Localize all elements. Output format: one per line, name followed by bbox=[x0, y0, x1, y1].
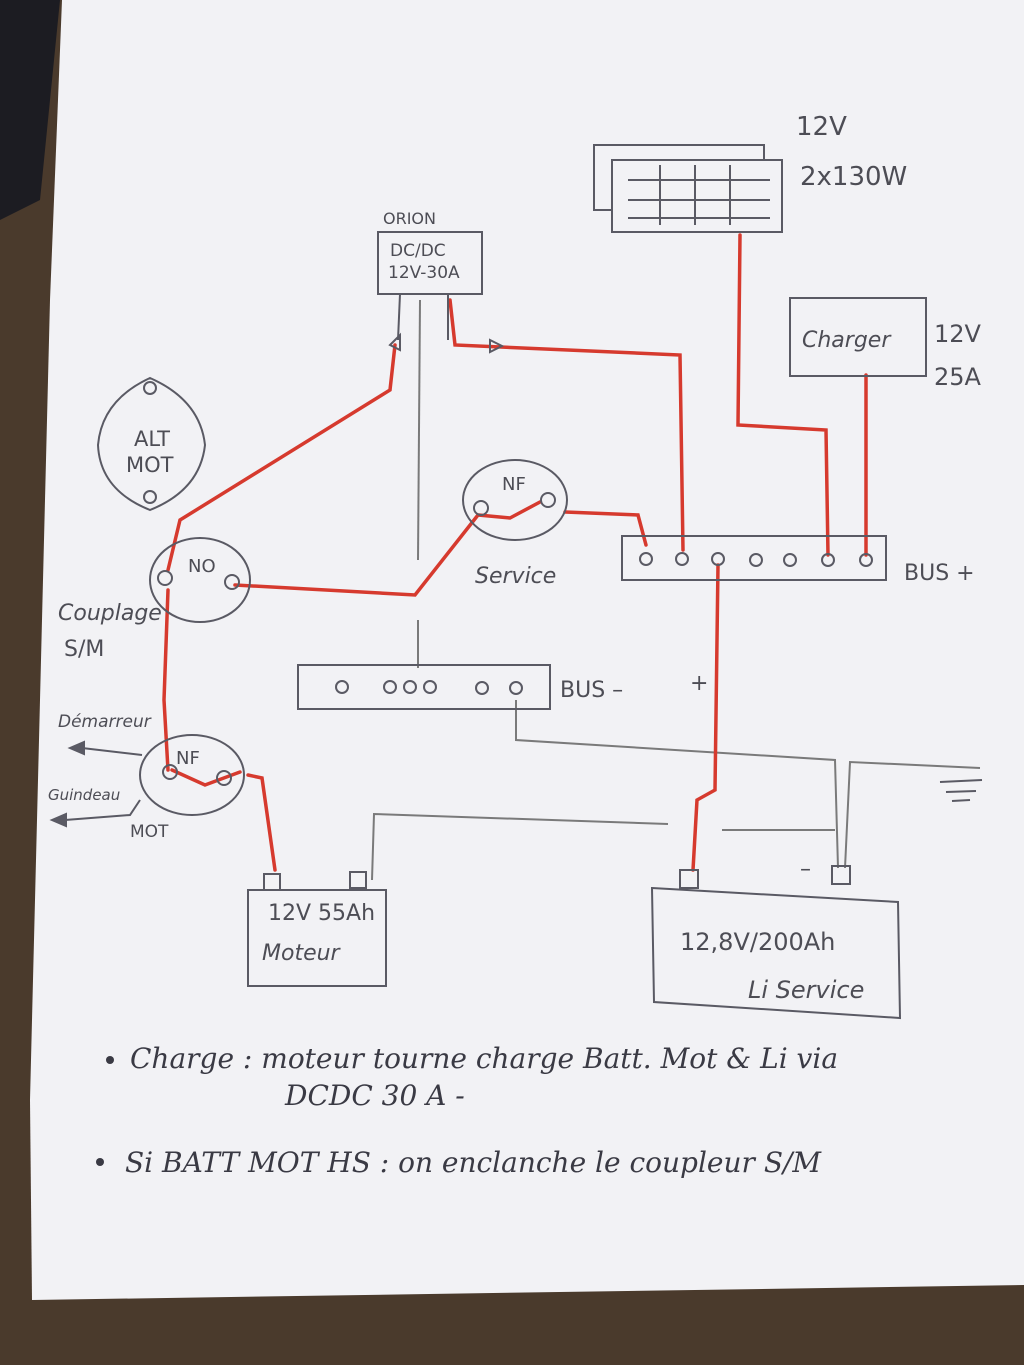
alternator-line1: ALT bbox=[134, 427, 170, 451]
bus-plus-bar bbox=[621, 535, 887, 581]
motor-switch-body bbox=[139, 734, 245, 816]
charger-label: Charger bbox=[802, 328, 892, 353]
battery-motor-line2: Moteur bbox=[262, 941, 342, 966]
coupler-label-1: Couplage bbox=[58, 601, 162, 626]
coupler-label-2: S/M bbox=[64, 637, 104, 662]
alternator-body bbox=[96, 376, 207, 512]
battery-service-body bbox=[650, 886, 902, 1020]
coupler-state: NO bbox=[188, 556, 216, 577]
motor-terminal-left bbox=[162, 764, 178, 780]
wire-motor-battery bbox=[246, 773, 277, 872]
starter-output-label: Démarreur bbox=[58, 712, 152, 732]
service-terminal-left bbox=[473, 500, 489, 516]
bus-plus-body bbox=[621, 535, 887, 581]
charger-box bbox=[789, 297, 927, 377]
battery-motor-terminal-plus bbox=[263, 873, 281, 891]
wire-coupler-motor bbox=[162, 588, 170, 772]
note1-line1: Charge : moteur tourne charge Batt. Mot … bbox=[130, 1042, 838, 1075]
dark-corner bbox=[0, 0, 60, 220]
service-switch-label: Service bbox=[475, 564, 556, 589]
bus-plus-label: BUS + bbox=[904, 561, 975, 586]
paper-sheet bbox=[30, 0, 1024, 1300]
note-bullet-1 bbox=[106, 1056, 114, 1064]
orion-output-arrow bbox=[489, 338, 505, 354]
ground-symbol bbox=[939, 779, 983, 802]
orion-terminals bbox=[388, 293, 505, 354]
charger-current: 25A bbox=[934, 363, 982, 391]
battery-motor bbox=[247, 871, 387, 987]
note2: Si BATT MOT HS : on enclanche le coupleu… bbox=[125, 1146, 822, 1179]
service-switch bbox=[462, 459, 568, 541]
alternator-line2: MOT bbox=[126, 453, 174, 477]
solar-voltage: 12V bbox=[796, 112, 847, 142]
alternator-terminal-top bbox=[143, 381, 157, 395]
wire-orion-bus bbox=[448, 298, 685, 552]
solar-panels bbox=[593, 144, 783, 233]
alternator bbox=[96, 376, 207, 512]
battery-service-line2: Li Service bbox=[748, 976, 864, 1004]
coupler-terminal-right bbox=[224, 574, 240, 590]
wire-busminus-li bbox=[515, 700, 839, 869]
battery-service-terminal-minus bbox=[831, 865, 851, 885]
motor-switch bbox=[49, 734, 245, 828]
notes: Charge : moteur tourne charge Batt. Mot … bbox=[96, 1042, 838, 1179]
coupler-body bbox=[149, 537, 251, 623]
service-switch-state: NF bbox=[502, 474, 526, 495]
battery-motor-terminal-minus bbox=[349, 871, 367, 889]
note-bullet-2 bbox=[96, 1158, 104, 1166]
battery-service bbox=[650, 865, 902, 1020]
alternator-terminal-bottom bbox=[143, 490, 157, 504]
service-terminal-right bbox=[540, 492, 556, 508]
starter-arrow bbox=[67, 740, 85, 756]
solar-panel-front bbox=[611, 159, 783, 233]
windlass-output-label: Guindeau bbox=[48, 786, 120, 804]
orion-type: DC/DC bbox=[390, 241, 446, 261]
bus-minus-label: BUS – bbox=[560, 678, 623, 703]
bus-minus-bar bbox=[297, 664, 551, 710]
wire-motor-negative bbox=[371, 812, 669, 881]
motor-switch-label: MOT bbox=[130, 822, 169, 842]
bus-minus-body bbox=[297, 664, 551, 710]
note1-line2: DCDC 30 A - bbox=[284, 1079, 465, 1112]
battery-motor-body bbox=[247, 889, 387, 987]
battery-service-terminal-plus bbox=[679, 869, 699, 889]
wire-orion-negative bbox=[417, 299, 421, 561]
coupler-terminal-left bbox=[157, 570, 173, 586]
orion-input-arrow bbox=[388, 332, 401, 352]
orion-dcdc-box bbox=[377, 231, 483, 295]
wire-bus-li bbox=[691, 563, 720, 872]
battery-service-line1: 12,8V/200Ah bbox=[680, 928, 835, 956]
coupler-switch bbox=[149, 537, 251, 623]
solar-power: 2x130W bbox=[800, 162, 907, 192]
motor-terminal-right bbox=[216, 770, 232, 786]
positive-sign: + bbox=[690, 671, 708, 696]
service-switch-body bbox=[462, 459, 568, 541]
negative-sign: – bbox=[800, 857, 811, 882]
orion-brand: ORION bbox=[383, 209, 436, 228]
motor-switch-state: NF bbox=[176, 748, 200, 769]
negative-wires bbox=[371, 299, 981, 881]
orion-rating: 12V-30A bbox=[388, 263, 460, 283]
wire-li-ground bbox=[844, 760, 981, 869]
battery-motor-line1: 12V 55Ah bbox=[268, 901, 375, 926]
windlass-arrow bbox=[49, 812, 67, 828]
wire-motor-switch bbox=[170, 768, 242, 787]
charger-voltage: 12V bbox=[934, 320, 982, 348]
wire-solar-bus bbox=[736, 233, 830, 557]
